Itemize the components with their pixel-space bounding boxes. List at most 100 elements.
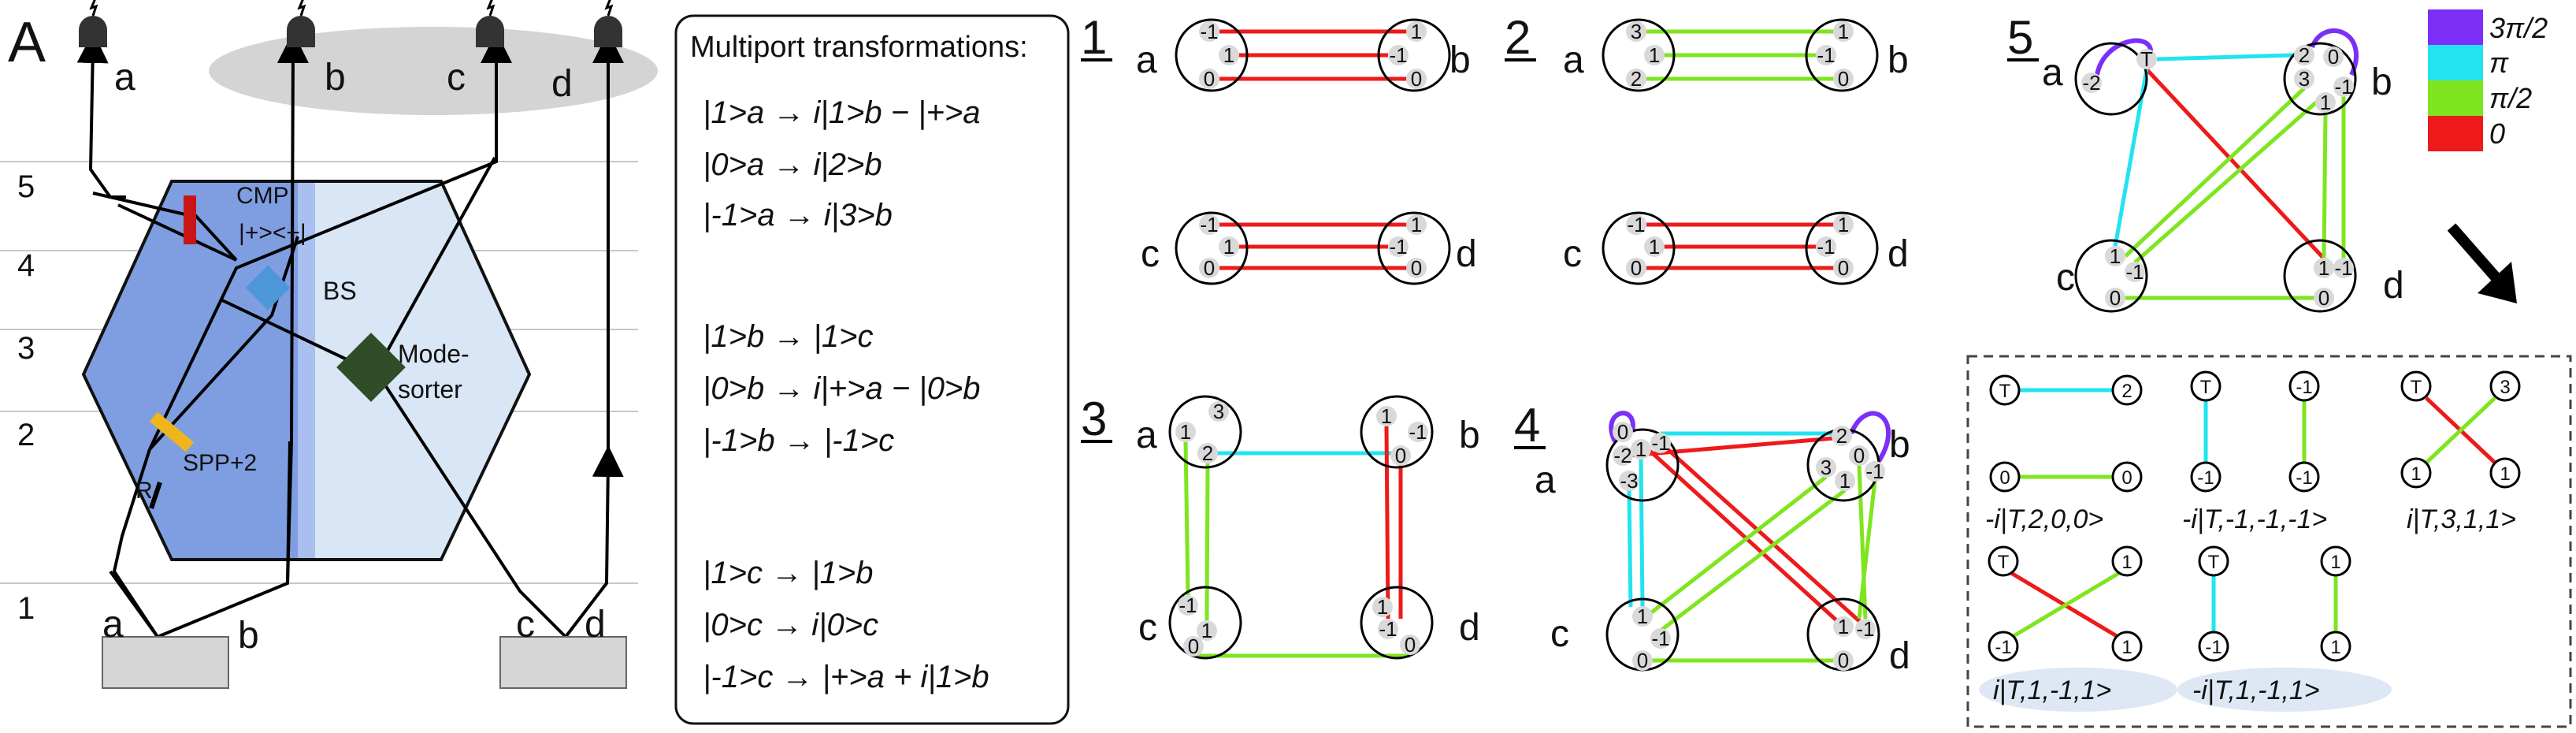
highlight-state-5 — [2177, 668, 2392, 712]
p2-mode-a: a — [1563, 39, 1584, 81]
p4-mode-d: d — [1889, 635, 1910, 677]
p2-mode-c: c — [1563, 233, 1582, 275]
result-node-label: -1 — [2197, 467, 2214, 489]
panel-5-node-label: -1 — [2334, 75, 2352, 99]
panel-2-node-label: -1 — [1817, 43, 1835, 67]
panel-3-node — [1208, 401, 1229, 422]
panel-3-node-label: 3 — [1213, 400, 1224, 423]
result-node-label: T — [2411, 377, 2422, 398]
setup-section: A 5 4 3 2 1 — [0, 0, 658, 689]
panel-3-node-label: 1 — [1377, 595, 1388, 619]
p4-mode-b: b — [1889, 424, 1910, 466]
panel-5-edge — [2133, 101, 2318, 264]
result-node-label: 1 — [2330, 637, 2340, 658]
panel-4-node — [1619, 471, 1639, 491]
panel-5-node — [2294, 45, 2314, 65]
panel-1-mode-circle — [1175, 18, 1249, 92]
result-node — [2320, 545, 2351, 577]
bs-label: BS — [323, 277, 357, 305]
cmp-operator: |+><+| — [239, 220, 306, 246]
panel-4-node — [1835, 471, 1855, 491]
panel-2-mode-circle — [1805, 18, 1879, 92]
panel-4-edge — [1659, 489, 1847, 632]
panel-2-node — [1644, 45, 1665, 65]
panel-5-edge — [2124, 87, 2306, 258]
panel-2-node-label: 1 — [1649, 43, 1660, 67]
panel-1-node — [1406, 69, 1427, 89]
panel-1-node-label: 1 — [1411, 20, 1422, 43]
legend-swatch-3pi2 — [2428, 9, 2483, 45]
panel-mode-labels: a b c d a b c d a b c d a b c d a b c d — [1136, 39, 2404, 677]
state-label-3: i|T,3,1,1> — [2407, 504, 2516, 534]
panel-2-node-label: 0 — [1631, 256, 1642, 280]
panel-5-node-label: -1 — [2334, 256, 2352, 280]
source-label-d: d — [585, 604, 606, 646]
result-node-label: -1 — [2205, 637, 2222, 658]
panel-4-node-label: 1 — [1839, 469, 1850, 493]
panel-4-node-label: 2 — [1836, 424, 1847, 448]
panel-5-node-label: -2 — [2082, 71, 2100, 95]
panel-3-node — [1376, 406, 1397, 426]
panel-5-mode-circle — [2074, 42, 2148, 116]
panel-5-node — [2081, 73, 2102, 93]
result-node — [2288, 370, 2320, 402]
panel-5-node-label: 1 — [2110, 244, 2121, 268]
panel-3-node-label: -1 — [1409, 420, 1427, 444]
level-2: 2 — [17, 418, 35, 452]
panel-2-node — [1833, 21, 1854, 42]
panel-3-node — [1400, 634, 1420, 655]
p3-mode-b: b — [1459, 415, 1480, 456]
legend-label-3pi2: 3π/2 — [2489, 12, 2548, 44]
panel-5-node-label: 0 — [2110, 286, 2121, 310]
detector-label-a: a — [114, 57, 135, 99]
panel-4-node — [1631, 439, 1651, 460]
panel-4-loop — [1849, 411, 1891, 463]
panel-3-edge — [1204, 463, 1210, 621]
panel-number-1: 1 — [1081, 11, 1107, 64]
multiport-line-1: |1>a → i|1>b − |+>a — [703, 95, 981, 130]
result-node — [2198, 545, 2229, 577]
panel-5-node-label: T — [2140, 47, 2153, 71]
panel-1-node-label: 1 — [1223, 235, 1234, 259]
result-node — [2320, 631, 2351, 662]
source-ab — [102, 636, 229, 689]
panel-3-node — [1183, 636, 1204, 657]
p1-mode-c: c — [1141, 233, 1160, 275]
panel-4-edge — [1645, 446, 1845, 628]
panel-1-node — [1219, 45, 1239, 65]
p3-mode-c: c — [1138, 607, 1157, 649]
panel-1-node-label: -1 — [1200, 20, 1218, 43]
panel-1-node — [1406, 258, 1427, 278]
detector-a-icon — [79, 0, 107, 47]
result-node — [2190, 370, 2222, 402]
panel-4-edge — [1639, 458, 1645, 608]
results-box: -i|T,2,0,0> -i|T,-1,-1,-1> i|T,3,1,1> i|… — [1966, 355, 2572, 728]
panel-2-node — [1833, 69, 1854, 89]
panel-3-node — [1408, 422, 1428, 442]
result-node-label: 0 — [2121, 467, 2132, 489]
detector-label-d: d — [551, 63, 573, 105]
panel-2-node-label: 1 — [1838, 213, 1849, 236]
panel-5-node — [2105, 246, 2125, 266]
panel-4-node-label: -2 — [1613, 444, 1631, 467]
mode-sorter-element — [336, 333, 406, 402]
panel-1-node — [1199, 21, 1219, 42]
panel-4-edge — [1857, 464, 1868, 620]
result-node-label: 1 — [2411, 463, 2421, 485]
panel-4-node — [1613, 445, 1633, 466]
panel-2-node — [1626, 21, 1646, 42]
panel-5-node — [2314, 288, 2334, 308]
result-node-label: 2 — [2121, 381, 2132, 402]
result-node — [1988, 545, 2019, 577]
legend-swatch-pi — [2428, 45, 2483, 80]
panel-5-mode-circle — [2283, 42, 2357, 116]
panel-2-mode-circle — [1602, 18, 1676, 92]
panel-5-node-label: 0 — [2328, 45, 2339, 69]
panel-2-node — [1833, 258, 1854, 278]
multiport-line-6: |-1>b → |-1>c — [703, 423, 894, 458]
panel-number-3: 3 — [1081, 393, 1107, 445]
panel-1-node-label: 0 — [1411, 67, 1422, 91]
